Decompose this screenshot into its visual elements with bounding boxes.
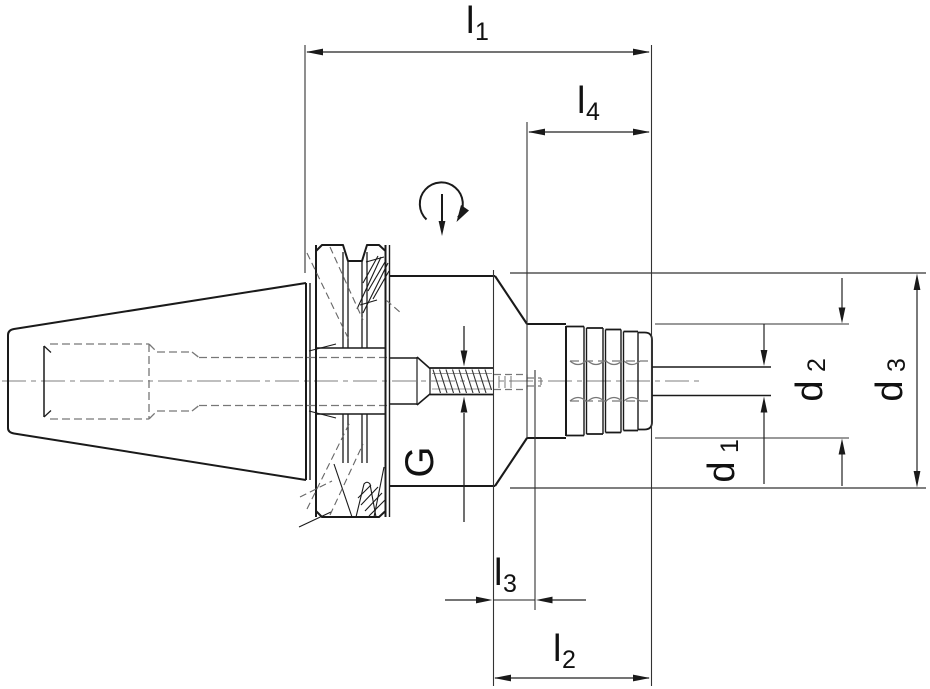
dim-label-l1: l: [466, 0, 474, 42]
thread-label-g: G: [398, 446, 442, 477]
taper-shank: [7, 282, 311, 481]
dim-label-l3: l: [494, 552, 502, 594]
extension-lines: [304, 45, 926, 686]
thread-crest-lines: [432, 373, 492, 390]
body-hidden-insert: [498, 376, 512, 388]
chuck-body: [389, 274, 566, 488]
dimension-l1: [306, 48, 650, 56]
dim-label-d3: d: [869, 380, 911, 401]
nose-bore-lines: [652, 366, 771, 397]
dimension-l4: [528, 128, 650, 136]
clamping-nut: [565, 325, 653, 437]
dim-label-l2: l: [553, 628, 561, 670]
dim-label-d1-sub: 1: [716, 439, 744, 453]
v-flange: [315, 244, 391, 518]
dimension-d1: [760, 324, 768, 484]
dim-label-l3-sub: 3: [503, 570, 517, 598]
rotation-direction-icon: [418, 181, 469, 236]
dim-label-d2: d: [789, 380, 831, 401]
dimension-d2: [838, 278, 846, 486]
dim-label-l2-sub: 2: [562, 646, 576, 674]
coupling-thread-stud: [389, 356, 493, 406]
dimension-thread-g: [460, 326, 468, 522]
dim-label-d1: d: [701, 461, 743, 482]
dim-label-l4: l: [577, 80, 585, 122]
flange-hidden-diagonals: [299, 246, 402, 516]
dim-label-d3-sub: 3: [883, 358, 911, 372]
dimension-d3: [913, 273, 921, 488]
thread-flank-hatching: [432, 369, 493, 394]
body-hidden-bore: [494, 373, 542, 391]
nut-hidden-collet: [569, 360, 648, 402]
dim-label-l1-sub: 1: [475, 18, 489, 46]
dimension-l3: [445, 596, 586, 604]
flange-drive-slot-details: [298, 255, 390, 528]
taper-hidden-bore: [50, 343, 389, 420]
dimension-l2: [494, 674, 650, 682]
dim-label-d2-sub: 2: [803, 358, 831, 372]
dim-label-l4-sub: 4: [586, 98, 600, 126]
